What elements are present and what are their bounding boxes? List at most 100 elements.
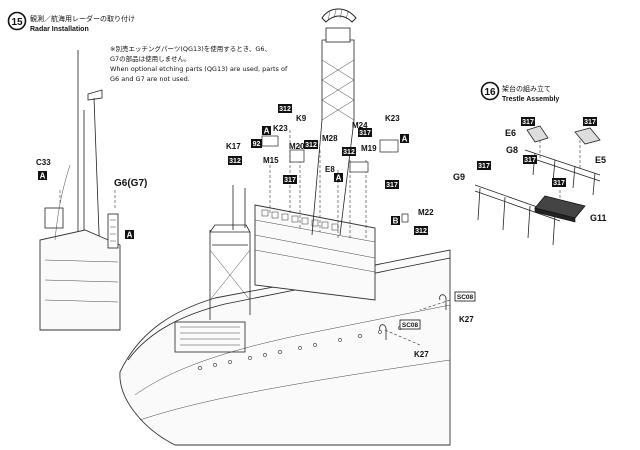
- note-en-line-1: When optional etching parts (QG13) are u…: [110, 65, 288, 73]
- note-jp-line-1: ※別売エッチングパーツ(QG13)を使用するとき、G6、: [110, 44, 271, 53]
- trestle-drawing: [474, 125, 601, 246]
- svg-text:A: A: [336, 174, 342, 183]
- svg-text:317: 317: [553, 180, 565, 187]
- paint-badge-317: 317: [358, 128, 372, 137]
- svg-text:317: 317: [584, 119, 596, 126]
- step-16-header: 16 架台の組み立て Trestle Assembly: [480, 81, 559, 103]
- hull-deck-edge: [127, 257, 451, 361]
- step-15-header: 15 観測／航海用レーダーの取り付け Radar Installation: [7, 11, 135, 33]
- svg-text:317: 317: [284, 177, 296, 184]
- svg-text:317: 317: [386, 182, 398, 189]
- note-en-line-2: G6 and G7 are not used.: [110, 75, 190, 83]
- step-16-number: 16: [484, 87, 496, 98]
- part-e8: E8: [325, 165, 335, 174]
- step-15-part-labels: C33 G6(G7) K23 K9 K17 M15 M20 M28 M24 M1…: [36, 114, 474, 359]
- k27-hooks: [379, 294, 447, 340]
- part-g6-g7: G6(G7): [114, 178, 147, 189]
- hull-waterline: [139, 359, 451, 421]
- hull-sheer-line: [134, 304, 451, 396]
- part-m22: M22: [418, 208, 434, 217]
- svg-text:B: B: [393, 217, 399, 226]
- part-k27-lower: K27: [414, 350, 429, 359]
- ship-drawing: [39, 8, 451, 446]
- paint-badge-317: 317: [385, 180, 399, 189]
- paint-badge-317: 317: [283, 175, 297, 184]
- paint-badge-sc08: SC08: [399, 319, 421, 330]
- part-g9: G9: [453, 172, 465, 182]
- svg-text:A: A: [40, 172, 46, 181]
- step-16-number-badge: [480, 81, 500, 101]
- svg-text:317: 317: [478, 163, 490, 170]
- g8-frame: [524, 149, 601, 182]
- part-g8: G8: [506, 145, 518, 155]
- svg-text:A: A: [127, 231, 133, 240]
- paint-badge-312: 312: [342, 147, 356, 156]
- paint-badge-a: A: [334, 173, 343, 183]
- radar-mast: [311, 8, 357, 236]
- paint-badge-sc08: SC08: [454, 291, 476, 302]
- svg-text:A: A: [402, 135, 408, 144]
- g6-radar-part: [107, 213, 119, 249]
- svg-text:317: 317: [522, 119, 534, 126]
- radar-antenna: [321, 8, 357, 23]
- svg-text:312: 312: [305, 142, 317, 149]
- part-m20: M20: [289, 142, 305, 151]
- paint-badge-312: 312: [414, 226, 428, 235]
- paint-badge-317: 317: [521, 117, 535, 126]
- left-radar: [87, 89, 103, 101]
- paint-badge-312: 312: [278, 104, 292, 113]
- bridge-windows: [261, 209, 339, 231]
- paint-badge-317: 317: [477, 161, 491, 170]
- part-m24: M24: [352, 121, 368, 130]
- paint-badge-317: 317: [583, 117, 597, 126]
- paint-badge-317: 317: [552, 178, 566, 187]
- paint-badge-b: B: [391, 216, 400, 226]
- left-mast: [77, 50, 101, 261]
- step-16-title-en: Trestle Assembly: [502, 96, 559, 103]
- part-k23-left: K23: [273, 124, 288, 133]
- svg-text:312: 312: [415, 228, 427, 235]
- part-m28: M28: [322, 134, 338, 143]
- left-structure: [39, 229, 121, 331]
- part-k23-right: K23: [385, 114, 400, 123]
- paint-badge-a: A: [262, 126, 271, 136]
- c33-wire: [54, 164, 71, 241]
- paint-badge-a: A: [400, 134, 409, 144]
- paint-badge-312: 312: [228, 156, 242, 165]
- part-g11: G11: [590, 213, 607, 223]
- paint-badge-317: 317: [523, 155, 537, 164]
- step-15-title-en: Radar Installation: [30, 26, 89, 33]
- note-jp-line-2: G7の部品は使用しません。: [110, 54, 190, 63]
- svg-text:SC08: SC08: [457, 294, 474, 301]
- step-15-number: 15: [11, 17, 23, 28]
- part-m19: M19: [361, 144, 377, 153]
- svg-text:92: 92: [253, 141, 261, 148]
- svg-text:317: 317: [359, 130, 371, 137]
- foremast-frame: [209, 224, 251, 320]
- e5-bracket: [574, 127, 601, 145]
- paint-badge-312: 312: [304, 140, 318, 149]
- part-e6: E6: [505, 128, 516, 138]
- step-16-part-labels: E6 G8 E5 G9 G11: [453, 128, 607, 223]
- svg-text:312: 312: [343, 149, 355, 156]
- part-k17: K17: [226, 142, 241, 151]
- step-15-number-badge: [7, 11, 27, 31]
- paint-badge-92: 92: [251, 139, 262, 148]
- svg-text:312: 312: [229, 158, 241, 165]
- svg-text:A: A: [264, 127, 270, 136]
- hull-portholes: [198, 326, 402, 370]
- part-c33: C33: [36, 158, 51, 167]
- deck-hatch: [174, 321, 246, 353]
- paint-badge-a: A: [125, 230, 134, 240]
- e6-bracket: [526, 125, 549, 143]
- optional-parts-note: ※別売エッチングパーツ(QG13)を使用するとき、G6、 G7の部品は使用しませ…: [110, 44, 288, 83]
- part-e5: E5: [595, 155, 606, 165]
- svg-text:312: 312: [279, 106, 291, 113]
- paint-badges-step-15: 312 A 312 317 312 A 92 312 317 A 317 B 3…: [38, 104, 476, 330]
- paint-badges-step-16: 317 317 317 317 317: [477, 117, 597, 187]
- svg-text:SC08: SC08: [402, 322, 419, 329]
- svg-text:317: 317: [524, 157, 536, 164]
- superstructure: [254, 204, 376, 301]
- part-k9: K9: [296, 114, 307, 123]
